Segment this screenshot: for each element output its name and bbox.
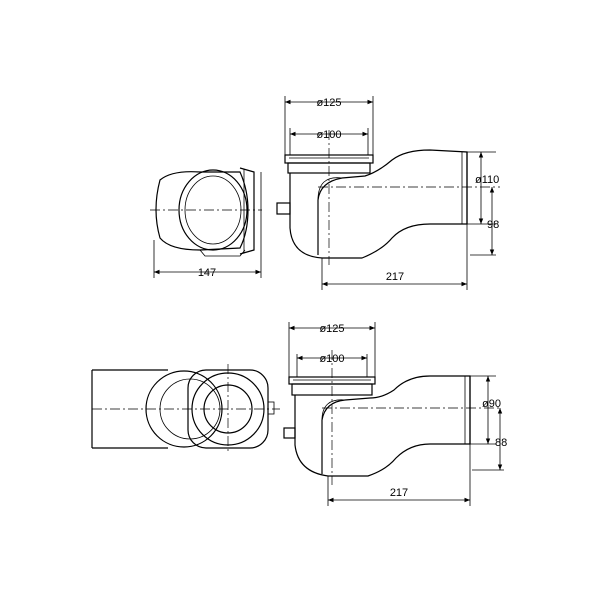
top-front-view: ø125 ø100 ø110 98 217	[276, 96, 500, 290]
top-dim-inner-diameter: ø100	[316, 129, 341, 141]
bottom-top-view	[91, 364, 280, 452]
bottom-dim-length: 217	[390, 487, 408, 499]
top-dim-length: 217	[386, 271, 404, 283]
bottom-dim-outer-diameter: ø125	[319, 323, 344, 335]
top-dim-width-label: 147	[198, 267, 216, 279]
top-side-view: 147	[150, 167, 262, 279]
bottom-dim-height: 88	[495, 437, 507, 449]
top-dim-height: 98	[487, 219, 499, 231]
bottom-dim-inner-diameter: ø100	[319, 353, 344, 365]
bottom-dim-outlet-diameter: ø90	[482, 398, 501, 410]
top-dim-outlet-diameter: ø110	[475, 174, 499, 186]
bottom-front-view: ø125 ø100 ø90 88 217	[283, 322, 507, 506]
top-dim-outer-diameter: ø125	[316, 97, 341, 109]
